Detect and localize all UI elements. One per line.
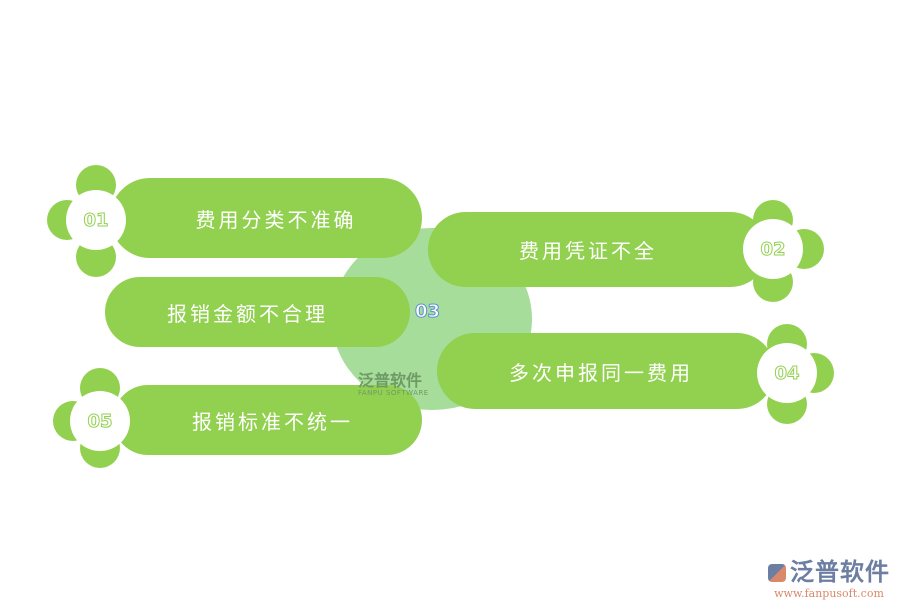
logo-icon: [768, 564, 786, 582]
logo-url: www.fanpusoft.com: [774, 587, 884, 600]
item-label: 费用凭证不全: [519, 239, 657, 263]
item-label: 报销金额不合理: [167, 301, 328, 326]
item-number-01: 01: [66, 190, 126, 250]
item-number-05: 05: [70, 391, 130, 451]
brand-logo: 泛普软件 www.fanpusoft.com: [768, 552, 890, 600]
item-05-pill: 报销标准不统一: [113, 385, 422, 455]
watermark-sub: FANPU SOFTWARE: [358, 388, 429, 397]
item-label: 多次申报同一费用: [509, 360, 693, 385]
item-label: 报销标准不统一: [192, 409, 353, 434]
item-number-02: 02: [743, 219, 803, 279]
item-label: 费用分类不准确: [195, 207, 357, 232]
item-02-pill: 费用凭证不全: [428, 212, 768, 287]
item-01-pill: 费用分类不准确: [110, 178, 422, 258]
item-number-04: 04: [757, 343, 817, 403]
item-04-pill: 多次申报同一费用: [437, 333, 775, 409]
watermark-text: 泛普软件: [358, 371, 423, 390]
item-03-pill: 报销金额不合理: [105, 277, 410, 347]
item-number-03: 03: [414, 301, 441, 323]
logo-text: 泛普软件: [790, 558, 890, 586]
